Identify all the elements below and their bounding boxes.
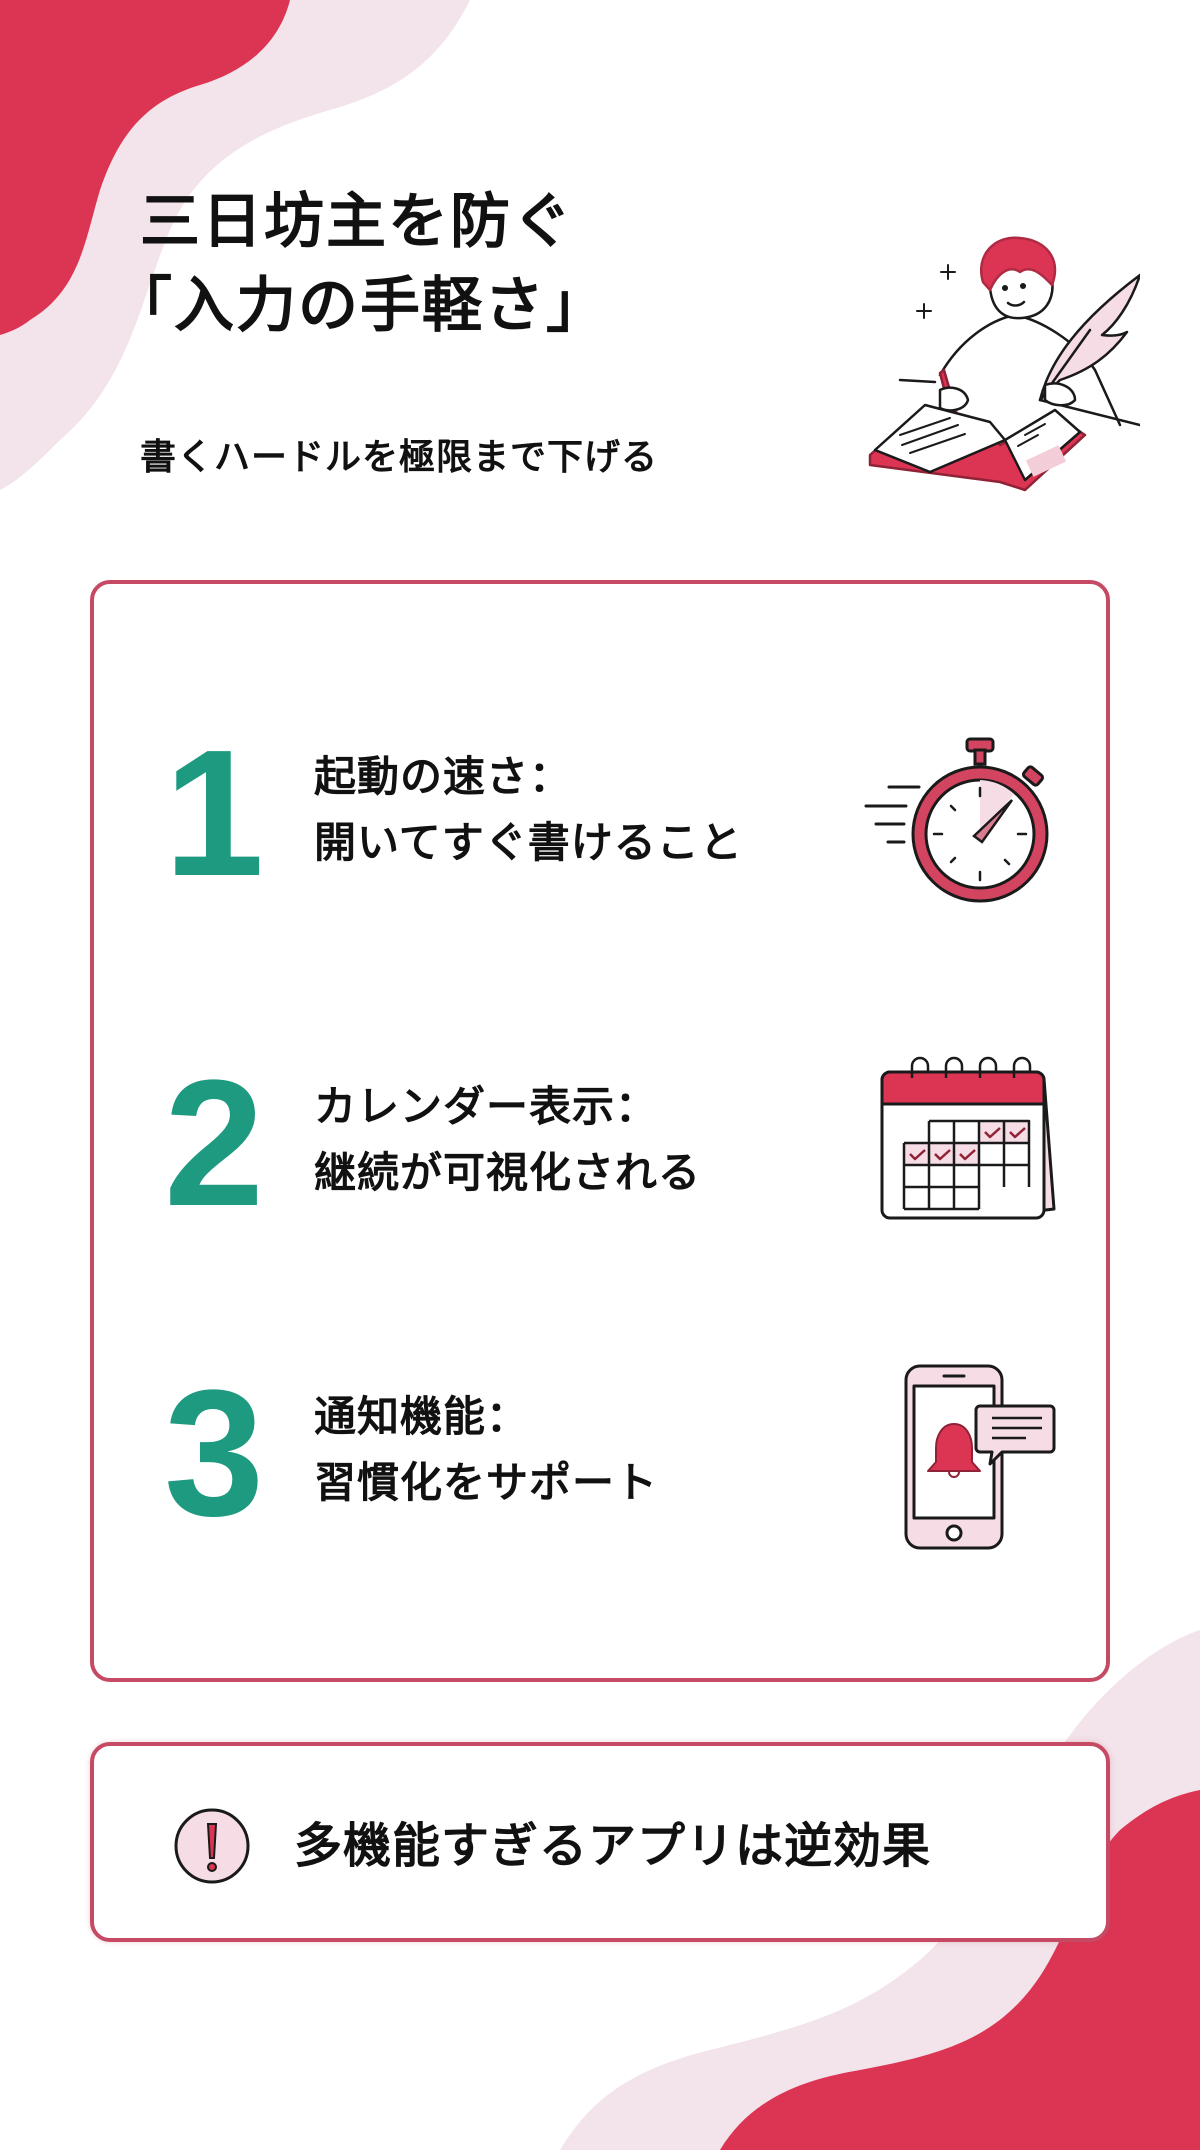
phone-notification-icon — [904, 1364, 1056, 1550]
page-title: 三日坊主を防ぐ 「入力の手軽さ」 — [112, 180, 608, 348]
header: 三日坊主を防ぐ 「入力の手軽さ」 書くハードルを極限まで下げる — [0, 0, 1200, 560]
feature-heading: 起動の速さ： — [314, 752, 573, 801]
title-line-2: 「入力の手軽さ」 — [112, 271, 608, 341]
feature-text: 通知機能： 習慣化をサポート — [314, 1384, 658, 1516]
title-line-1: 三日坊主を防ぐ — [140, 187, 574, 257]
feature-item-2: 2 カレンダー表示： 継続が可視化される — [94, 1044, 1106, 1244]
feature-number: 2 — [164, 1043, 265, 1244]
feature-item-1: 1 起動の速さ： 開いてすぐ書けること — [94, 714, 1106, 914]
feature-text: カレンダー表示： 継続が可視化される — [314, 1074, 701, 1206]
warning-text: 多機能すぎるアプリは逆効果 — [294, 1818, 932, 1874]
feature-item-3: 3 通知機能： 習慣化をサポート — [94, 1354, 1106, 1554]
person-writing-illustration-icon — [868, 236, 1140, 492]
feature-description: 習慣化をサポート — [314, 1458, 659, 1507]
feature-number: 1 — [164, 713, 265, 914]
exclamation-icon — [174, 1808, 250, 1884]
feature-heading: 通知機能： — [314, 1392, 530, 1441]
features-card: 1 起動の速さ： 開いてすぐ書けること 2 カレンダー表示： 継続が可視化される — [90, 580, 1110, 1682]
subtitle: 書くハードルを極限まで下げる — [140, 437, 659, 478]
feature-description: 継続が可視化される — [314, 1148, 702, 1197]
stopwatch-icon — [864, 737, 1049, 903]
feature-description: 開いてすぐ書けること — [314, 818, 743, 867]
feature-heading: カレンダー表示： — [314, 1082, 659, 1131]
calendar-icon — [880, 1056, 1056, 1220]
feature-text: 起動の速さ： 開いてすぐ書けること — [314, 744, 743, 876]
warning-box: 多機能すぎるアプリは逆効果 — [90, 1742, 1110, 1942]
feature-number: 3 — [164, 1353, 265, 1554]
